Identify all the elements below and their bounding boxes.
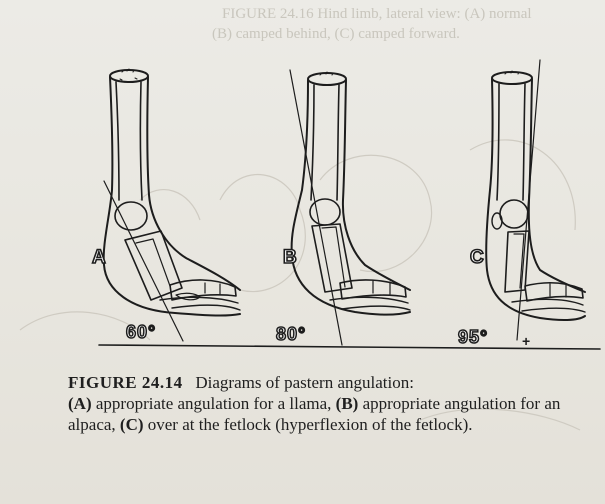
limb-b	[292, 72, 410, 315]
angle-label-c: 95°	[458, 327, 488, 348]
caption-part-a-text: appropriate angulation for a llama,	[96, 394, 332, 413]
angle-line-a	[104, 181, 183, 341]
panel-label-b: B	[283, 247, 298, 269]
caption-part-c-text: over at the fetlock (hyperflexion of the…	[148, 415, 473, 434]
caption-part-c-label: (C)	[120, 415, 144, 434]
caption-part-a-label: (A)	[68, 394, 92, 413]
panel-label-a: A	[92, 247, 107, 269]
angle-line-c	[517, 60, 540, 340]
figure-number: FIGURE 24.14	[68, 373, 183, 392]
figure-caption: FIGURE 24.14 Diagrams of pastern angulat…	[68, 372, 588, 435]
plus-marker-c: +	[522, 333, 530, 349]
angle-label-b: 80°	[276, 324, 306, 345]
angle-label-a: 60°	[126, 322, 156, 343]
caption-intro: Diagrams of pastern angulation:	[195, 373, 414, 392]
caption-part-b-label: (B)	[336, 394, 359, 413]
limb-a	[104, 69, 240, 316]
panel-label-c: C	[470, 247, 485, 269]
